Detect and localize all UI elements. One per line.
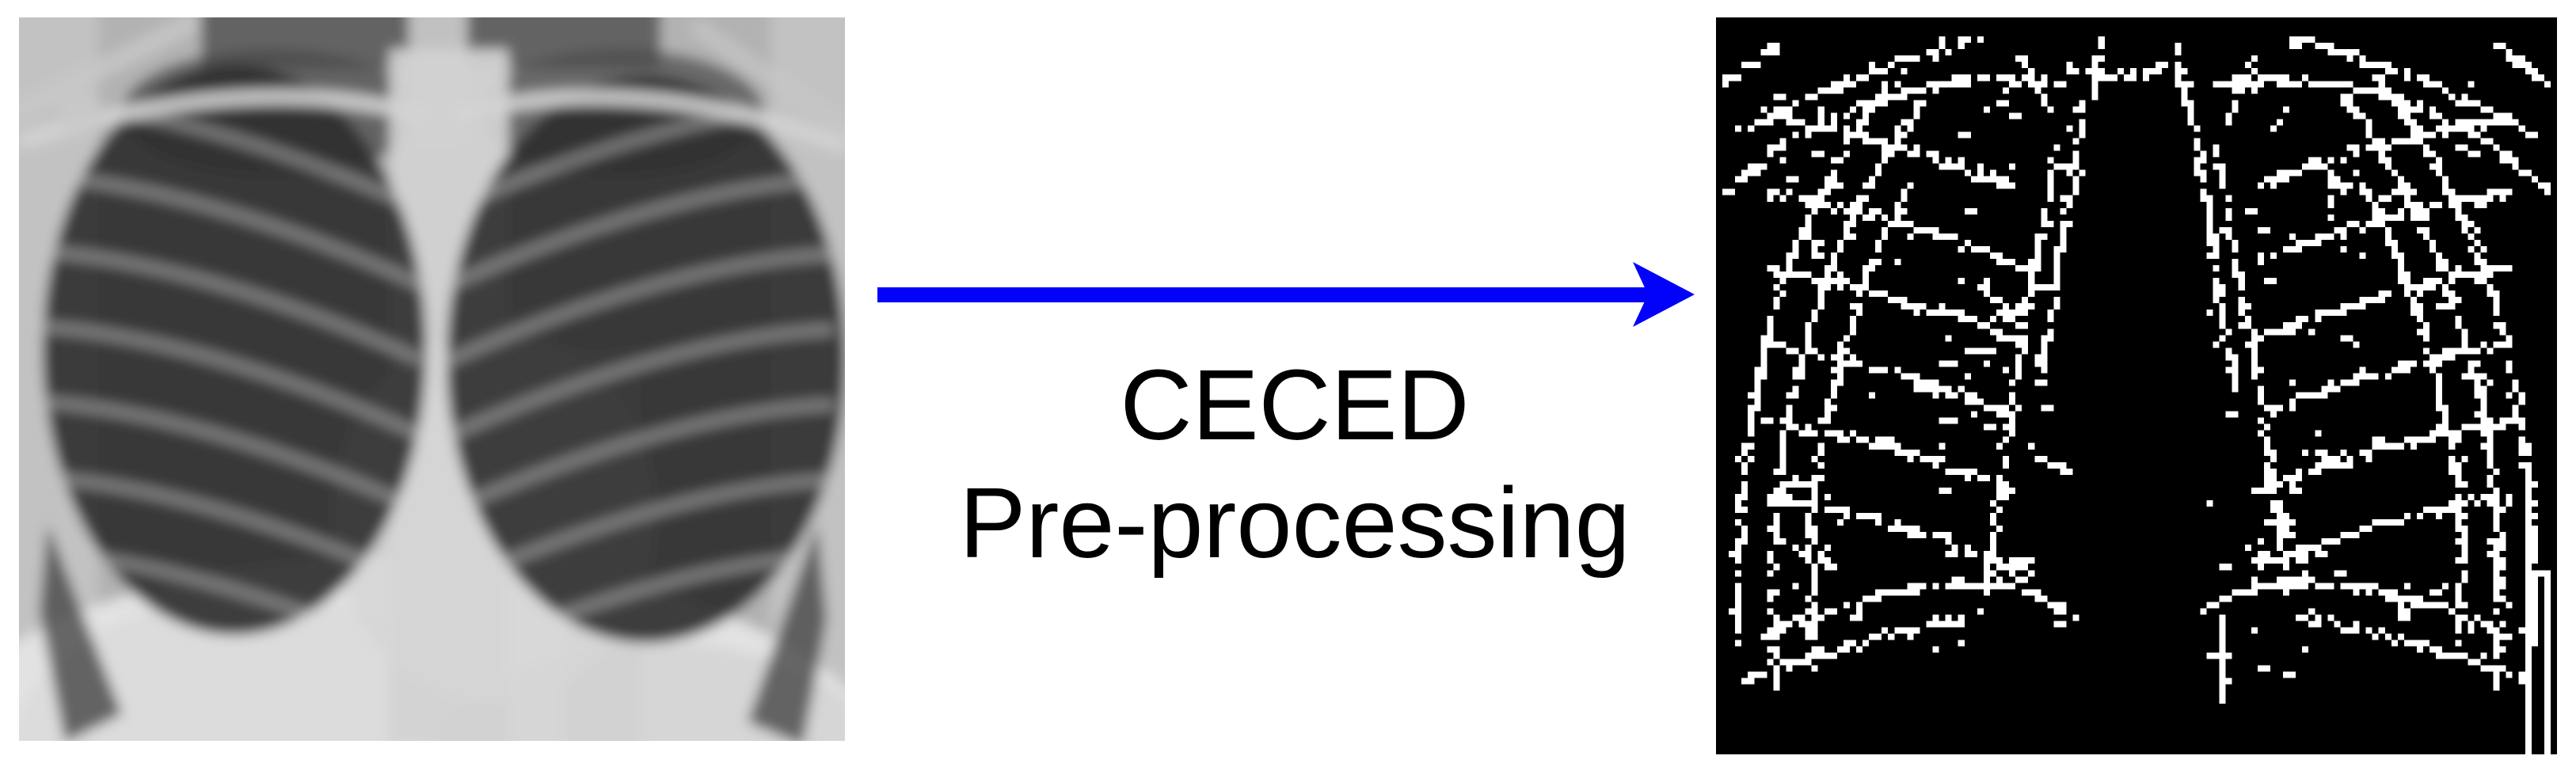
edge-map-canvas bbox=[1716, 17, 2557, 754]
process-arrow bbox=[877, 262, 1695, 327]
process-label: CECED Pre-processing bbox=[959, 347, 1630, 582]
process-label-line1: CECED bbox=[1120, 349, 1470, 461]
clavicles bbox=[19, 17, 845, 152]
film-marker bbox=[58, 92, 102, 131]
arrow-shaft bbox=[877, 287, 1649, 302]
xray-illustration bbox=[19, 17, 845, 741]
output-edge-image bbox=[1716, 17, 2557, 754]
xray-body bbox=[19, 17, 845, 741]
process-label-line2: Pre-processing bbox=[959, 466, 1630, 579]
arrow-head bbox=[1633, 262, 1695, 327]
input-xray-image bbox=[19, 17, 845, 741]
